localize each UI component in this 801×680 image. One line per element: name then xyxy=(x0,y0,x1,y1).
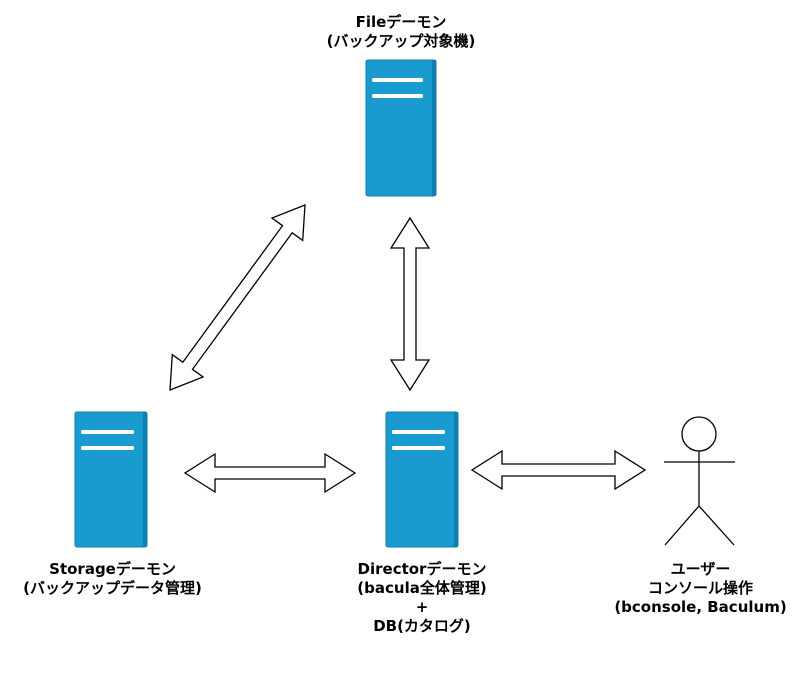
director-daemon-plus: + xyxy=(415,598,429,616)
director-daemon-label: Directorデーモン (bacula全体管理) + DB(カタログ) xyxy=(320,560,524,636)
server-side xyxy=(143,412,147,547)
user-tools: (bconsole, Baculum) xyxy=(614,598,787,616)
storage-daemon-label: Storageデーモン (バックアップデータ管理) xyxy=(0,560,225,598)
director-daemon-subtitle: (bacula全体管理) xyxy=(357,579,487,597)
server-slot xyxy=(392,446,445,450)
server-slot xyxy=(392,430,445,434)
server-slot xyxy=(81,446,134,450)
user-title: ユーザー xyxy=(670,560,731,578)
storage-daemon-title: Storageデーモン xyxy=(49,560,176,578)
file-daemon-subtitle: (バックアップ対象機) xyxy=(326,32,476,50)
storage-daemon-subtitle: (バックアップデータ管理) xyxy=(23,579,202,597)
server-side xyxy=(454,412,458,547)
user-label: ユーザー コンソール操作 (bconsole, Baculum) xyxy=(600,560,801,617)
server-side xyxy=(432,60,436,196)
user-stick-figure-icon xyxy=(664,416,735,546)
director-daemon-db: DB(カタログ) xyxy=(373,617,471,635)
server-slot xyxy=(372,94,423,98)
storage-daemon-server-icon xyxy=(74,411,148,548)
arrow-storage-director xyxy=(183,452,357,494)
director-daemon-server-icon xyxy=(385,411,459,548)
file-daemon-title: Fileデーモン xyxy=(355,13,447,31)
file-daemon-server-icon xyxy=(365,59,437,197)
arrow-file-director xyxy=(389,216,431,392)
user-subtitle: コンソール操作 xyxy=(647,579,753,597)
arrow-director-user xyxy=(470,449,647,491)
director-daemon-title: Directorデーモン xyxy=(357,560,487,578)
server-slot xyxy=(81,430,134,434)
server-slot xyxy=(372,78,423,82)
file-daemon-label: Fileデーモン (バックアップ対象機) xyxy=(286,13,516,51)
arrow-file-storage xyxy=(169,204,306,391)
